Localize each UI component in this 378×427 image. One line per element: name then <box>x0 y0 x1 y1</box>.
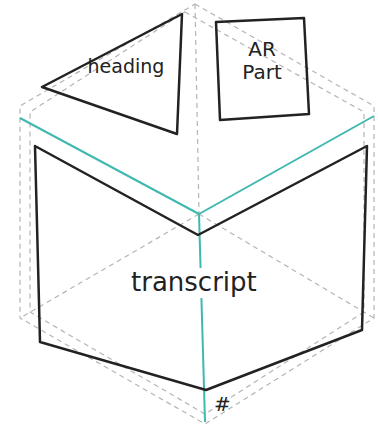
shape-text: AR Part <box>226 38 298 84</box>
guide-line <box>199 214 374 318</box>
outline-path <box>35 146 367 390</box>
shape-text: transcript <box>128 268 260 298</box>
guide-line <box>195 4 199 214</box>
transcript-shape: transcript <box>30 140 370 395</box>
page-number: # <box>214 392 231 416</box>
cube-edge <box>199 214 205 422</box>
guide-line <box>20 214 199 318</box>
outline-path <box>42 14 182 134</box>
hexagon-outline <box>20 4 374 424</box>
ar-part-box: AR Part <box>212 16 312 122</box>
cube-edge <box>199 116 374 214</box>
heading-triangle: heading <box>40 12 185 137</box>
outline-path <box>216 18 309 120</box>
shape-text: heading <box>78 56 174 78</box>
